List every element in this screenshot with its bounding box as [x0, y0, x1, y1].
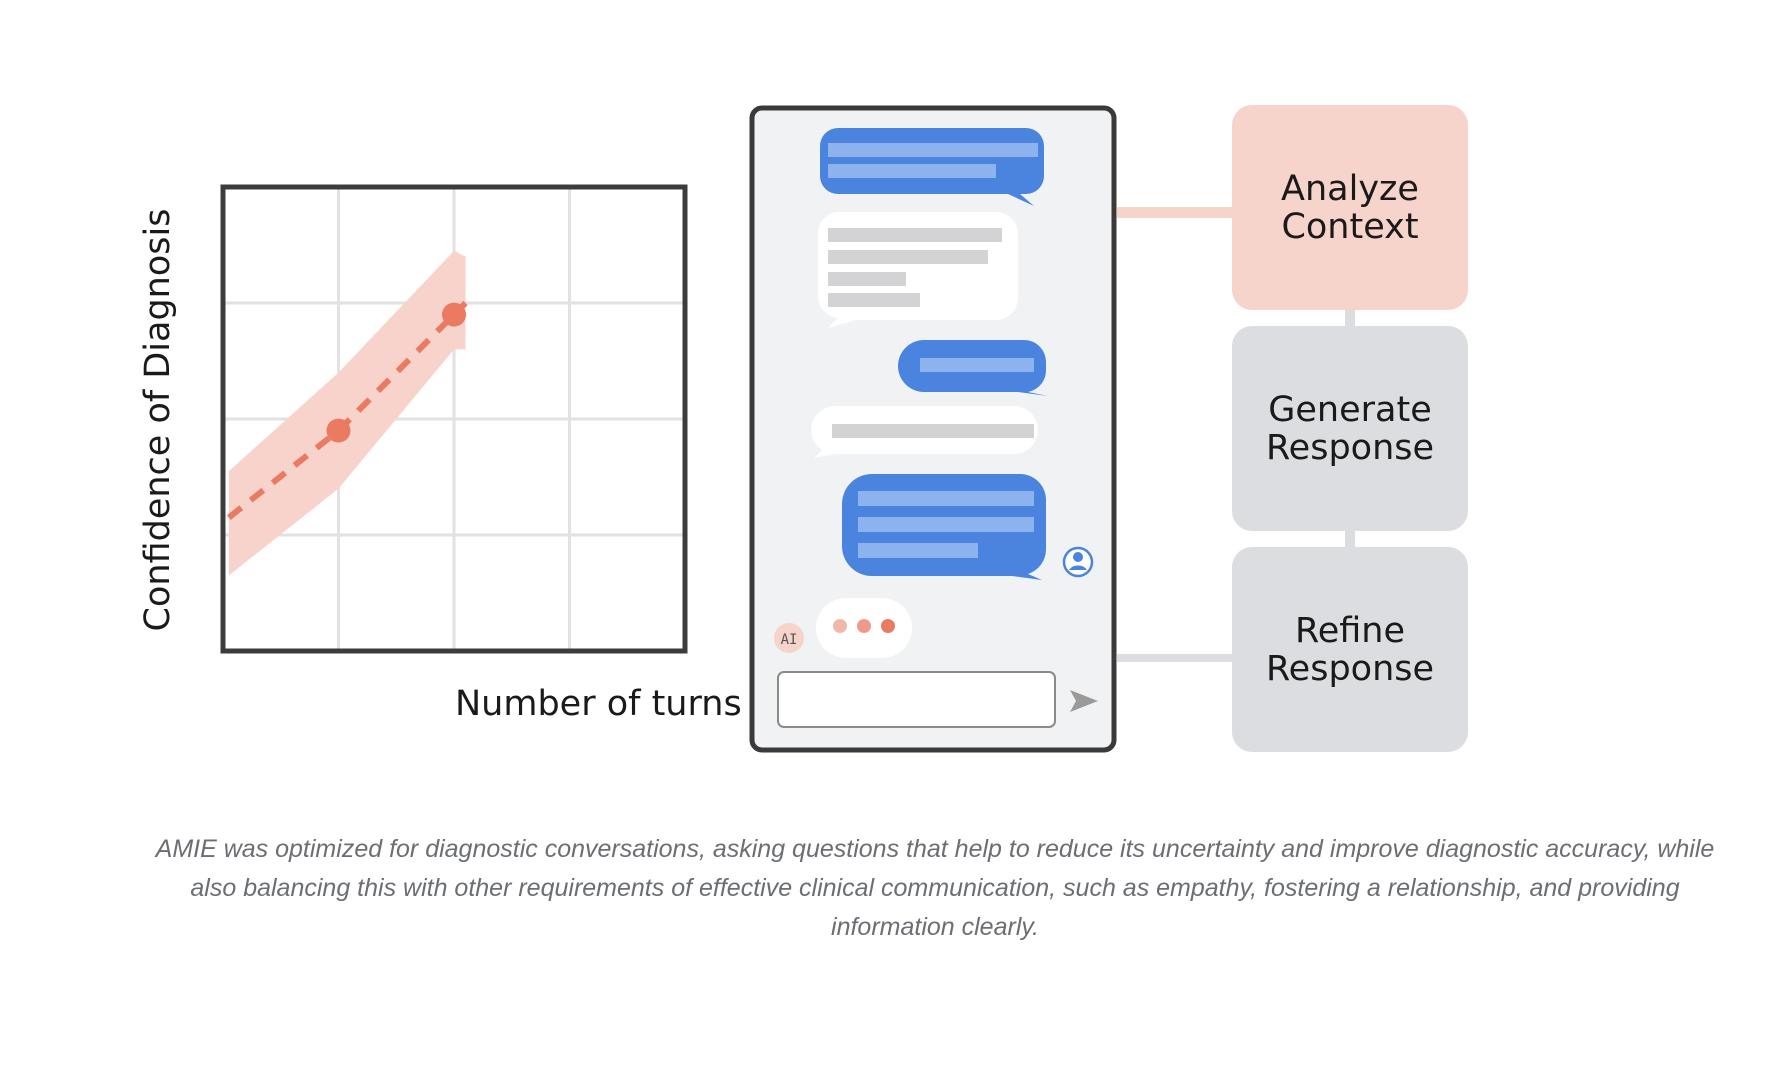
step-analyze-context: [1232, 105, 1468, 310]
ai-message-bubble: [817, 212, 1018, 328]
plot-frame: [220, 184, 688, 654]
user-message-bubble: [898, 340, 1048, 396]
step-line: Context: [1281, 206, 1419, 247]
text-line: [828, 228, 1002, 242]
chart-x-axis-label: Number of turns: [455, 684, 742, 724]
data-point: [442, 302, 466, 327]
connector-vertical: [1345, 526, 1355, 550]
ai-typing-bubble: AI: [774, 598, 912, 658]
text-line: [828, 293, 920, 307]
figure-caption: AMIE was optimized for diagnostic conver…: [155, 835, 1715, 941]
message-input[interactable]: [777, 671, 1056, 728]
user-avatar-icon: [1062, 546, 1094, 578]
user-message-bubble: [842, 474, 1046, 580]
user-message-bubble: [820, 128, 1044, 206]
confidence-chart: [220, 184, 688, 654]
connector-analyze: [1117, 207, 1232, 218]
typing-dot: [857, 619, 871, 633]
step-refine-response: [1232, 547, 1468, 752]
pipeline-steps: [1117, 105, 1468, 752]
step-line: Response: [1265, 648, 1435, 689]
chat-panel: AI: [749, 105, 1117, 753]
ai-avatar-label: AI: [781, 632, 798, 648]
send-icon[interactable]: [1070, 690, 1098, 712]
text-line: [858, 543, 978, 558]
data-point: [326, 418, 351, 443]
step-refine-label: Refine Response: [1232, 547, 1468, 752]
step-analyze-label: Analyze Context: [1232, 105, 1468, 310]
connector-vertical: [1345, 305, 1355, 329]
confidence-band: [228, 250, 466, 576]
text-line: [832, 424, 1034, 438]
text-line: [920, 358, 1034, 372]
text-line: [858, 517, 1034, 532]
step-line: Response: [1265, 427, 1435, 468]
chart-y-axis-label: Confidence of Diagnosis: [138, 208, 178, 632]
step-generate-label: Generate Response: [1232, 326, 1468, 531]
ai-avatar: [774, 623, 804, 653]
step-line: Generate: [1268, 389, 1432, 430]
text-line: [828, 272, 906, 286]
step-line: Refine: [1294, 610, 1406, 651]
step-generate-response: [1232, 326, 1468, 531]
text-line: [828, 164, 996, 178]
text-line: [858, 491, 1034, 506]
text-line: [828, 250, 988, 264]
text-line: [828, 143, 1038, 157]
typing-dot: [833, 619, 847, 633]
amie-figure: AI: [220, 105, 1468, 753]
connector-refine: [1117, 654, 1232, 662]
step-line: Analyze: [1281, 168, 1419, 209]
ai-message-bubble: [811, 406, 1038, 458]
typing-dot: [881, 619, 895, 633]
